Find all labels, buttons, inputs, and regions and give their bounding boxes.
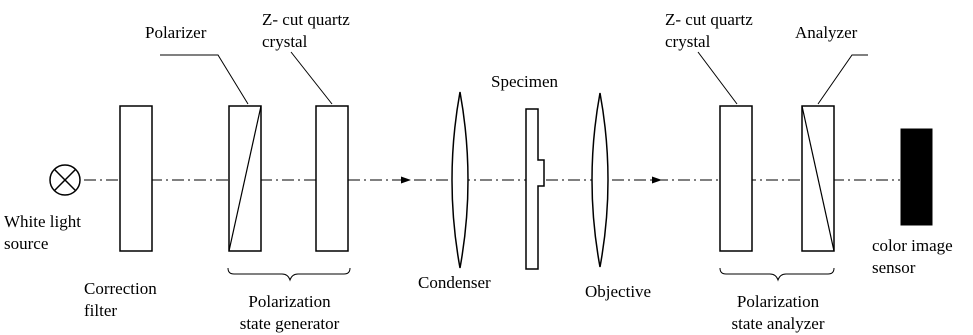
color-image-sensor-label: color image sensor xyxy=(872,235,953,279)
white-light-source-label: White light source xyxy=(4,211,81,255)
quartz-crystal-2-label-line-2: crystal xyxy=(665,32,711,51)
analyzer-label: Analyzer xyxy=(795,22,857,44)
condenser-label-text: Condenser xyxy=(418,273,491,292)
analyzer xyxy=(801,105,835,252)
quartz-1-leader-line xyxy=(290,51,333,105)
quartz-crystal-1-label: Z- cut quartz crystal xyxy=(262,9,350,53)
specimen-label-text: Specimen xyxy=(491,72,559,91)
color-image-sensor xyxy=(900,128,933,226)
psa-label-line-1: Polarization xyxy=(736,292,820,311)
polarizer-label: Polarizer xyxy=(145,22,206,44)
quartz-crystal-1-label-line-1: Z- cut quartz xyxy=(262,10,350,29)
psg-label: Polarization state generator xyxy=(232,291,347,335)
objective-label-text: Objective xyxy=(585,282,652,301)
psa-label: Polarization state analyzer xyxy=(716,291,840,335)
quartz-crystal-2-label: Z- cut quartz crystal xyxy=(665,9,753,53)
quartz-crystal-2-label-line-1: Z- cut quartz xyxy=(665,10,753,29)
specimen-label: Specimen xyxy=(491,71,558,93)
objective-lens xyxy=(591,92,609,268)
specimen xyxy=(525,108,545,270)
correction-filter-label: Correction filter xyxy=(84,278,157,322)
polarizer-leader-line xyxy=(160,54,249,105)
correction-filter-label-line-1: Correction xyxy=(84,279,157,298)
objective-label: Objective xyxy=(585,281,651,303)
polarizer-label-text: Polarizer xyxy=(145,23,207,42)
white-light-source-label-line-1: White light xyxy=(4,212,81,231)
quartz-2-leader-line xyxy=(697,51,738,105)
psg-brace xyxy=(227,267,351,282)
analyzer-label-text: Analyzer xyxy=(795,23,858,42)
correction-filter-label-line-2: filter xyxy=(84,301,118,320)
condenser-lens xyxy=(451,91,469,269)
psg-label-line-1: Polarization xyxy=(248,292,331,311)
quartz-crystal-1 xyxy=(315,105,349,252)
beam-arrow-1-icon xyxy=(401,176,411,184)
polarizer xyxy=(228,105,262,252)
color-image-sensor-label-line-1: color image xyxy=(872,236,953,255)
quartz-crystal-2 xyxy=(719,105,753,252)
white-light-source-label-line-2: source xyxy=(4,234,49,253)
color-image-sensor-label-line-2: sensor xyxy=(872,258,916,277)
quartz-crystal-1-label-line-2: crystal xyxy=(262,32,308,51)
condenser-label: Condenser xyxy=(418,272,491,294)
psa-label-line-2: state analyzer xyxy=(731,314,825,333)
psg-label-line-2: state generator xyxy=(239,314,340,333)
beam-arrow-2-icon xyxy=(652,176,662,184)
analyzer-leader-line xyxy=(817,54,868,105)
psa-brace xyxy=(719,267,835,282)
correction-filter xyxy=(119,105,153,252)
white-light-source-icon xyxy=(49,164,81,196)
